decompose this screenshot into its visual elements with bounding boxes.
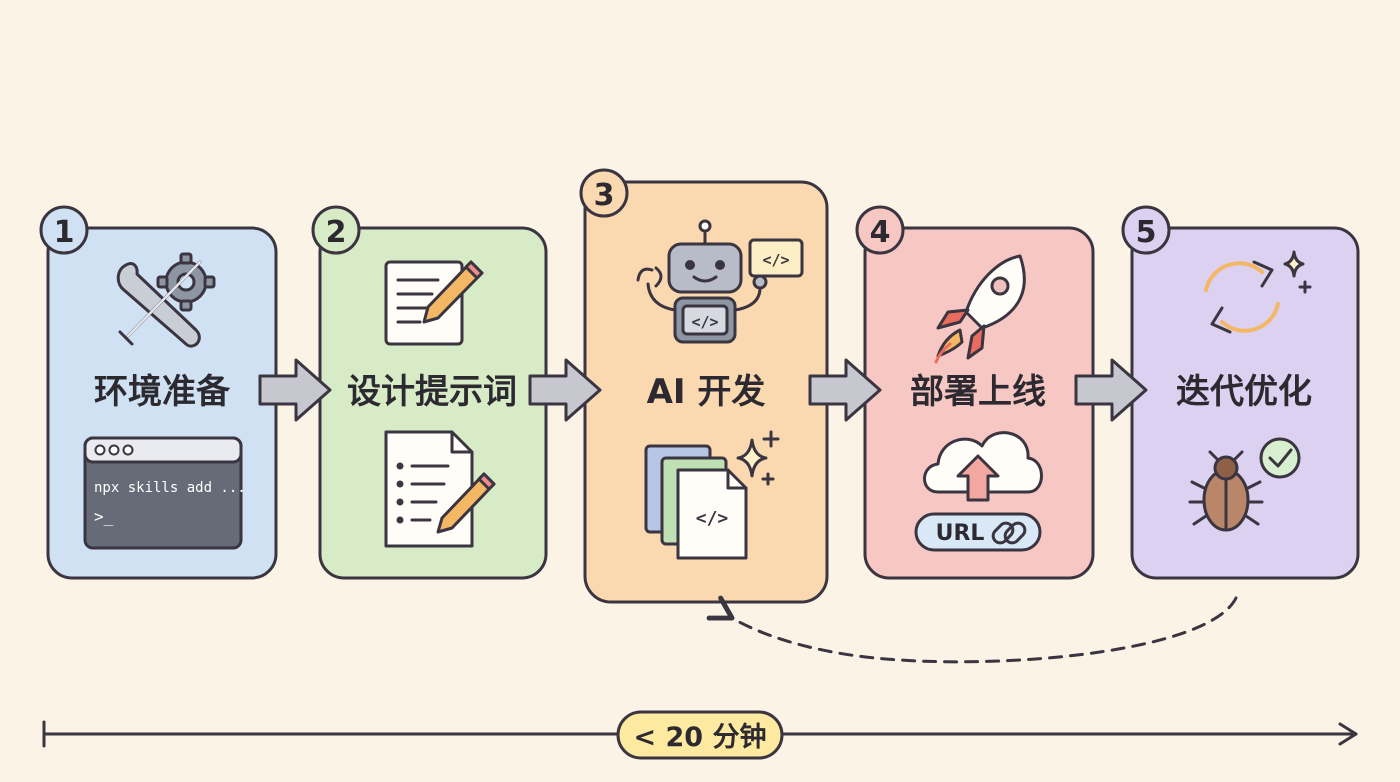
step-title-4: 部署上线: [910, 372, 1046, 412]
code-files-icon: </>: [644, 444, 748, 560]
step-number-1: 1: [54, 215, 75, 250]
url-badge: URL: [914, 512, 1042, 552]
cloud-upload-icon: [923, 431, 1043, 502]
flow-arrow-2: [528, 358, 602, 422]
url-badge-text: URL: [936, 521, 985, 546]
check-circle-icon: [1259, 437, 1301, 479]
step-number-badge-2: 2: [311, 205, 361, 255]
flow-arrow-3: [808, 358, 882, 422]
note-pencil-icon: [384, 260, 484, 346]
step-number-3: 3: [594, 178, 615, 213]
sparkle-icon: [736, 430, 780, 486]
step-title-5: 迭代优化: [1176, 372, 1312, 412]
step-number-badge-1: 1: [39, 205, 89, 255]
step-number-badge-3: 3: [579, 168, 629, 218]
step-number-badge-5: 5: [1121, 205, 1171, 255]
time-badge-text: < 20 分钟: [634, 722, 767, 753]
refresh-icon: [1204, 260, 1280, 334]
sparkle-icon-small: [1283, 250, 1312, 294]
terminal-command-text: npx skills add ...: [94, 480, 246, 496]
terminal-prompt-text: >_: [94, 507, 114, 526]
step-number-4: 4: [870, 215, 891, 250]
step-number-badge-4: 4: [855, 205, 905, 255]
checklist-pencil-icon: [384, 430, 496, 548]
step-title-2: 设计提示词: [347, 372, 517, 412]
iteration-loop-arrow: [706, 595, 1238, 664]
flow-arrow-4: [1074, 358, 1148, 422]
link-icon: [991, 521, 1027, 545]
code-tag-box: </>: [748, 238, 804, 278]
time-badge: < 20 分钟: [616, 710, 784, 760]
code-tag-text: </>: [762, 251, 789, 269]
rocket-icon: [934, 254, 1026, 364]
step-number-5: 5: [1136, 215, 1157, 250]
tools-icon: [116, 252, 216, 348]
robot-icon: </>: [636, 219, 768, 344]
svg-text:</>: </>: [691, 313, 718, 331]
terminal-window: npx skills add ... >_: [83, 436, 246, 550]
flow-arrow-1: [258, 358, 332, 422]
step-number-2: 2: [326, 215, 347, 250]
svg-text:</>: </>: [696, 508, 729, 529]
step-title-1: 环境准备: [94, 372, 231, 412]
bug-icon: [1188, 450, 1264, 532]
step-title-3: AI 开发: [647, 372, 766, 412]
timeline: < 20 分钟: [42, 710, 1358, 760]
